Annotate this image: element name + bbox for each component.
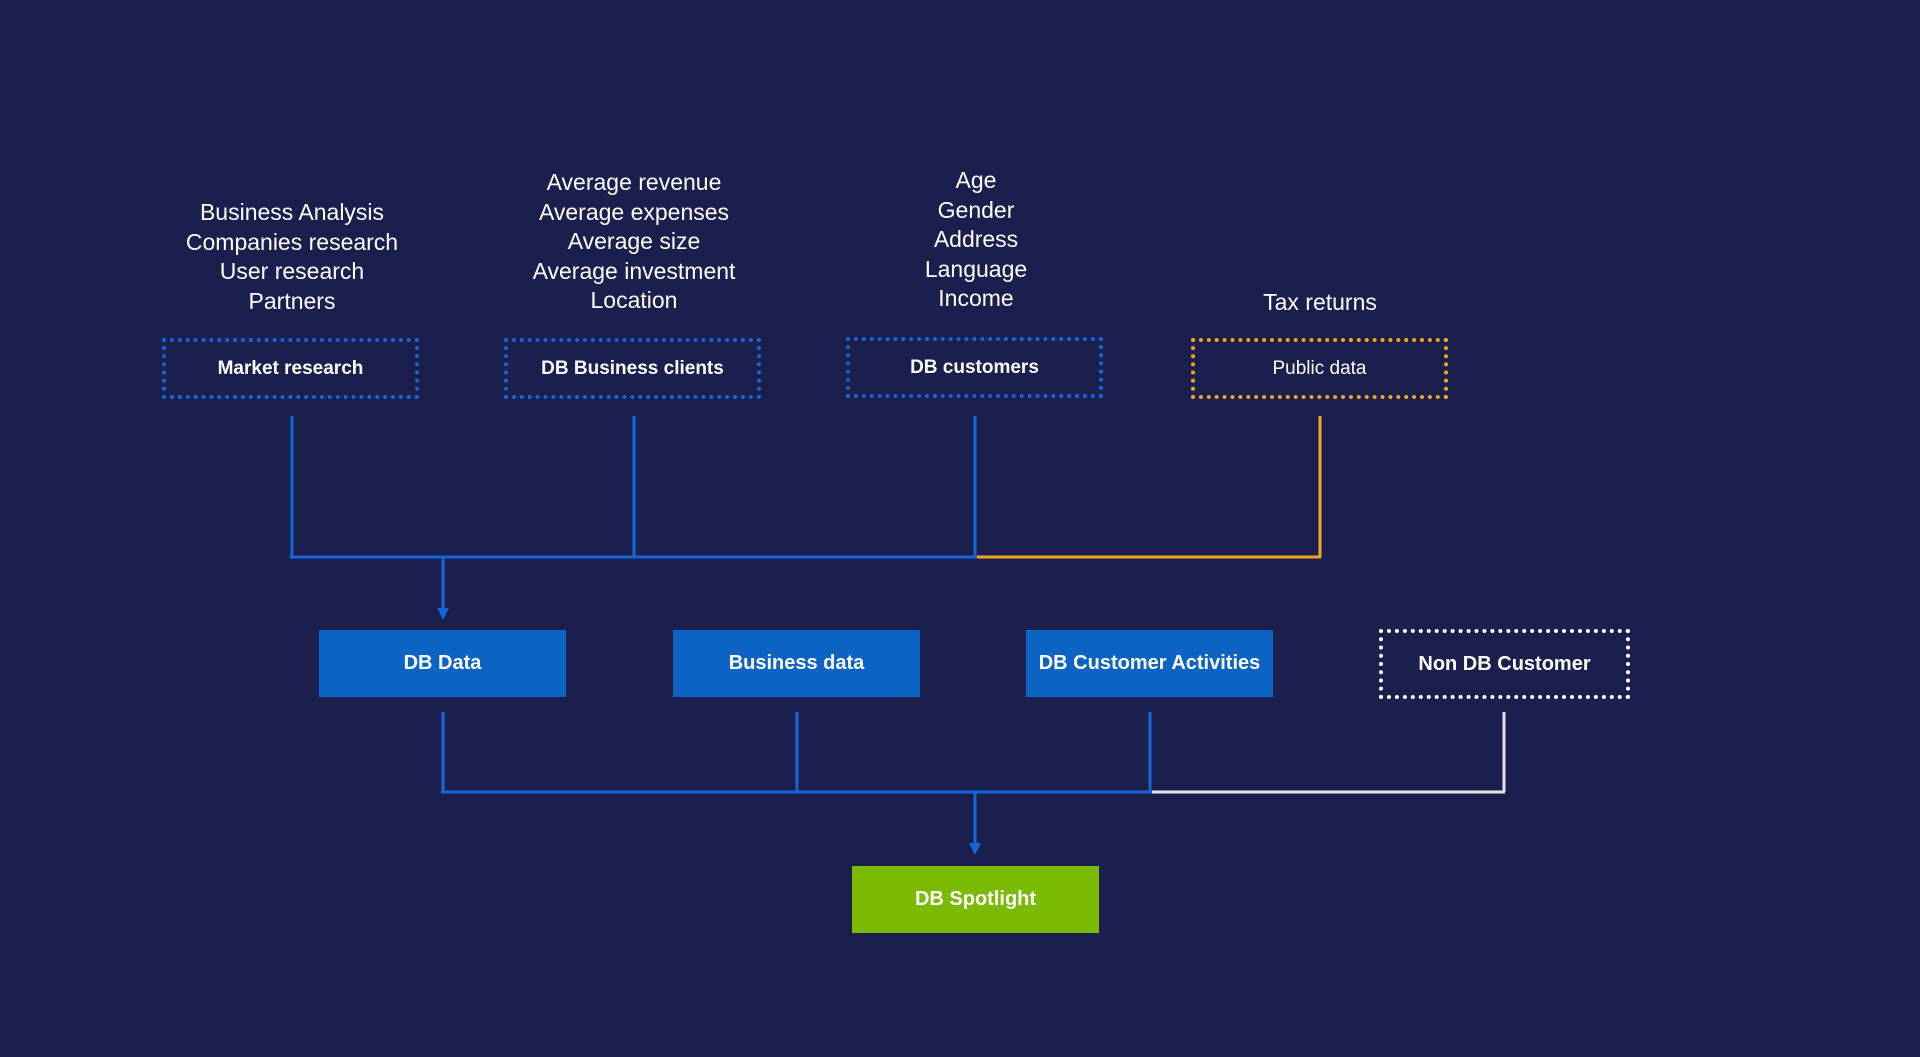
attribute-item: Income <box>938 285 1014 312</box>
db-spotlight-box: DB Spotlight <box>852 866 1099 933</box>
attribute-item: Partners <box>248 287 336 314</box>
db-data-box: DB Data <box>319 630 566 697</box>
db-customers-attributes: Age Gender Address Language Income <box>826 166 1126 314</box>
attribute-item: Location <box>590 287 678 314</box>
market-research-attributes: Business Analysis Companies research Use… <box>142 198 442 316</box>
db-business-clients-box: DB Business clients <box>504 338 761 399</box>
attribute-item: Companies research <box>185 228 399 255</box>
market-research-box: Market research <box>162 338 419 399</box>
attribute-item: Business Analysis <box>199 199 385 225</box>
attribute-item: Gender <box>937 196 1015 223</box>
db-customer-activities-box: DB Customer Activities <box>1026 630 1273 697</box>
public-data-box: Public data <box>1191 338 1448 399</box>
non-db-customer-box: Non DB Customer <box>1379 629 1630 699</box>
attribute-item: Language <box>924 255 1028 282</box>
business-data-box: Business data <box>673 630 920 697</box>
business-clients-attributes: Average revenue Average expenses Average… <box>484 168 784 316</box>
attribute-item: Average size <box>567 228 701 255</box>
attribute-item: Average expenses <box>538 198 730 225</box>
attribute-item: Tax returns <box>1263 289 1377 315</box>
attribute-item: Age <box>955 167 997 193</box>
db-customers-box: DB customers <box>846 337 1103 398</box>
attribute-item: Average investment <box>532 257 736 284</box>
attribute-item: User research <box>219 258 365 285</box>
attribute-item: Address <box>933 226 1019 253</box>
public-data-attributes: Tax returns <box>1170 288 1470 318</box>
attribute-item: Average revenue <box>546 169 722 195</box>
